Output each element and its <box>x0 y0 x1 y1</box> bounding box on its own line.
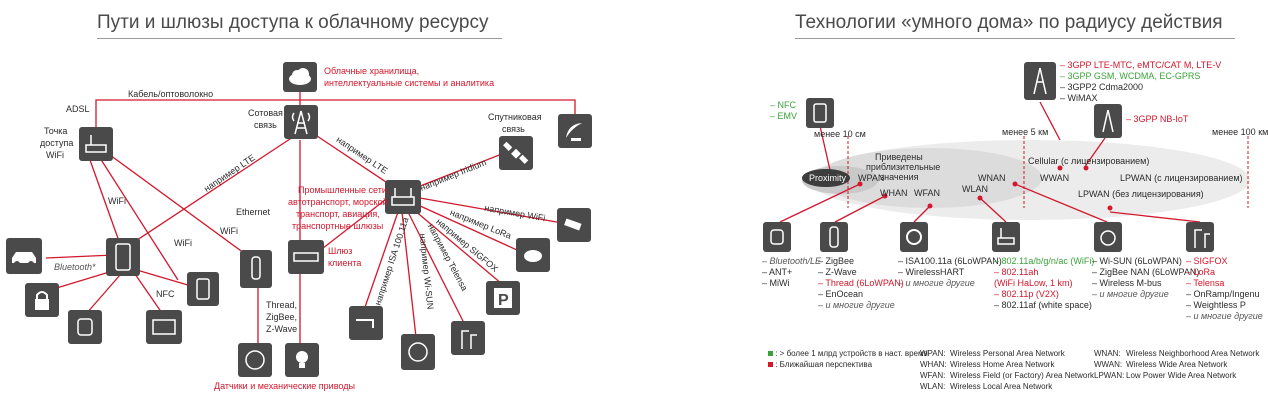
left-title: Пути и шлюзы доступа к облачному ресурсу <box>97 12 489 33</box>
lpwan-licensed-label: LPWAN (с лицензированием) <box>1120 173 1243 183</box>
gears-icon <box>900 222 928 252</box>
lock-icon <box>25 283 59 317</box>
wifi-access-point-icon <box>79 127 113 161</box>
tower-icon-nbiot <box>1094 104 1122 138</box>
payment-card-icon <box>806 98 834 128</box>
watch-icon-right <box>763 222 791 252</box>
ethernet-label: Ethernet <box>236 207 271 217</box>
distance-100km: менее 100 км <box>1212 127 1268 137</box>
parking-icon: P <box>486 281 520 315</box>
thermostat-icon-right <box>820 222 848 252</box>
streetlight-icon-right <box>1186 222 1214 252</box>
wifi-ap-label-3: WiFi <box>46 150 64 160</box>
bluetooth-label: Bluetooth* <box>54 262 96 272</box>
cloud-label-1: Облачные хранилища, <box>324 66 420 76</box>
left-title-underline <box>97 38 502 39</box>
router-icon-right <box>992 222 1020 252</box>
approx-note-2: приблизительные <box>866 162 941 172</box>
livestock-icon <box>516 238 550 272</box>
abbreviations-left: WPAN:Wireless Personal Area Network WHAN… <box>920 349 1095 391</box>
right-title-underline <box>795 38 1235 39</box>
industrial-label-2: автотранспорт, морской <box>288 197 388 207</box>
right-title: Технологии «умного дома» по радиусу дейс… <box>795 12 1223 33</box>
wifi-ap-label-1: Точка <box>44 126 68 136</box>
approx-note-1: Приведены <box>875 152 923 162</box>
gateway-label-2: клиента <box>328 258 362 268</box>
wnan-tech-list: – Wi-SUN (6LoWPAN) – ZigBee NAN (6LoWPAN… <box>1092 256 1200 299</box>
lightbulb-icon <box>285 343 319 377</box>
cell-tower-icon <box>284 105 318 139</box>
cellular-tech-list: – 3GPP LTE-MTC, eMTC/CAT M, LTE-V – 3GPP… <box>1060 60 1222 103</box>
smartphone-icon <box>106 238 140 276</box>
industrial-label-1: Промышленные сети, <box>298 185 390 195</box>
tower-icon-top <box>1024 62 1056 100</box>
cell-label-2: связь <box>254 120 277 130</box>
legend-red: : Ближайшая перспектива <box>768 359 872 370</box>
wwan-label: WWAN <box>1040 173 1070 183</box>
sat-label-1: Спутниковая <box>488 112 542 122</box>
legend-red-swatch <box>768 362 773 367</box>
water-tap-icon <box>349 306 383 340</box>
security-camera-icon <box>557 208 591 242</box>
abbreviations-right: WNAN:Wireless Neighborhood Area Network … <box>1094 349 1260 380</box>
gateway-icon <box>288 240 324 274</box>
lpwan-unlicensed-label: LPWAN (без лицензирования) <box>1078 189 1204 199</box>
wpan-tech-list: – Bluetooth/LE – ANT+ – MiWi <box>762 256 822 288</box>
distance-10cm: менее 10 см <box>814 129 866 139</box>
thread-label-1: Thread, <box>266 300 298 310</box>
svg-text:P: P <box>498 292 509 309</box>
sensors-label: Датчики и механические приводы <box>214 381 355 391</box>
sat-label-2: связь <box>502 124 525 134</box>
thread-label-2: ZigBee, <box>266 312 298 322</box>
water-meter-icon <box>401 334 435 370</box>
card-reader-icon <box>146 310 182 344</box>
satellite-dish-icon <box>558 114 592 148</box>
wpan-label: WPAN <box>858 173 885 183</box>
meter-icon-right <box>1094 222 1122 252</box>
wlan-tech-list: – 802.11a/b/g/n/ac (WiFi) – 802.11ah (Wi… <box>994 256 1095 310</box>
gateway-label-1: Шлюз <box>328 246 353 256</box>
cellular-label: Cellular (с лицензированием) <box>1028 156 1150 166</box>
car-icon <box>6 238 42 274</box>
nfc-tech-list: – NFC – EMV <box>770 100 798 121</box>
thread-label-3: Z-Wave <box>266 324 298 334</box>
cable-label: Кабель/оптоволокно <box>128 89 214 99</box>
wifi-label-c: WiFi <box>220 226 238 236</box>
satellite-icon <box>499 136 533 170</box>
lpwan-tech-list: – SIGFOX – LoRa – Telensa – OnRamp/Ingen… <box>1186 256 1263 321</box>
payment-terminal-icon <box>187 272 219 306</box>
distance-5km: менее 5 км <box>1002 127 1049 137</box>
router-icon <box>385 180 421 214</box>
approx-note-3: значения <box>880 172 919 182</box>
nfc-label: NFC <box>156 289 175 299</box>
whan-label: WHAN <box>880 188 908 198</box>
wifi-label-b: WiFi <box>174 238 192 248</box>
cloud-icon <box>283 62 317 92</box>
wfan-tech-list: – ISA100.11a (6LoWPAN) – WirelessHART – … <box>898 256 1002 288</box>
nbiot-label: – 3GPP NB-IoT <box>1126 114 1189 124</box>
wlan-label: WLAN <box>962 184 989 194</box>
legend-green-swatch <box>768 351 773 356</box>
smartwatch-icon <box>68 310 102 344</box>
fan-icon <box>238 343 272 377</box>
industrial-label-4: транспортные шлюзы <box>292 221 384 231</box>
cell-label-1: Сотовая <box>248 108 283 118</box>
streetlight-icon <box>451 321 485 355</box>
whan-tech-list: – ZigBee – Z-Wave – Thread (6LoWPAN) – E… <box>818 256 904 310</box>
legend-green: : > более 1 млрд устройств в наст. время <box>768 348 928 359</box>
cloud-label-2: интеллектуальные системы и аналитика <box>324 78 495 88</box>
thermostat-icon <box>240 250 272 288</box>
proximity-label: Proximity <box>809 173 847 183</box>
wifi-ap-label-2: доступа <box>40 138 74 148</box>
wfan-label: WFAN <box>914 188 940 198</box>
adsl-label: ADSL <box>66 104 90 114</box>
industrial-label-3: транспорт, авиация, <box>296 209 380 219</box>
wifi-label-a: WiFi <box>108 196 126 206</box>
wnan-label: WNAN <box>978 173 1006 183</box>
